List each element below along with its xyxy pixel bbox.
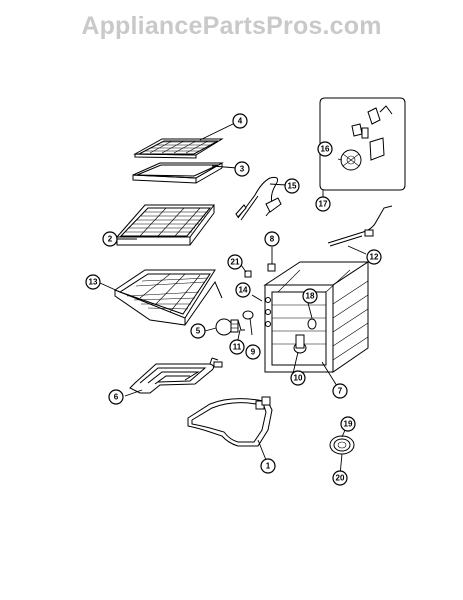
svg-text:7: 7 bbox=[338, 387, 343, 396]
callout-18: 18 bbox=[302, 288, 318, 304]
callout-11: 11 bbox=[229, 339, 245, 355]
convection-fan-assembly bbox=[340, 105, 393, 171]
svg-text:19: 19 bbox=[344, 420, 353, 429]
callout-9: 9 bbox=[245, 344, 261, 360]
svg-text:4: 4 bbox=[238, 117, 243, 126]
callout-1: 1 bbox=[260, 458, 276, 474]
svg-text:9: 9 bbox=[251, 348, 256, 357]
oven-light-bulb bbox=[215, 318, 239, 336]
svg-text:11: 11 bbox=[233, 343, 242, 352]
svg-text:21: 21 bbox=[231, 258, 240, 267]
svg-text:1: 1 bbox=[266, 462, 271, 471]
svg-text:13: 13 bbox=[89, 278, 98, 287]
oven-light-lens bbox=[329, 435, 355, 455]
meat-probe bbox=[235, 176, 282, 221]
broil-element bbox=[129, 357, 223, 394]
clip bbox=[244, 270, 252, 278]
callout-16: 16 bbox=[317, 141, 333, 157]
oven-cavity bbox=[263, 261, 370, 373]
svg-text:18: 18 bbox=[306, 292, 315, 301]
callout-6: 6 bbox=[108, 389, 124, 405]
svg-text:20: 20 bbox=[336, 474, 345, 483]
broiler-pan bbox=[132, 162, 224, 184]
leader-lines bbox=[99, 122, 367, 476]
svg-text:3: 3 bbox=[240, 165, 245, 174]
svg-text:17: 17 bbox=[319, 200, 328, 209]
svg-text:14: 14 bbox=[239, 286, 248, 295]
callout-2: 2 bbox=[102, 231, 118, 247]
broiler-pan-insert bbox=[133, 138, 224, 159]
svg-text:6: 6 bbox=[114, 393, 119, 402]
watermark-appliancepartspros: AppliancePartsPros.com bbox=[81, 12, 382, 40]
svg-text:12: 12 bbox=[370, 253, 379, 262]
svg-text:2: 2 bbox=[108, 235, 113, 244]
light-receptacle bbox=[237, 319, 245, 331]
callout-12: 12 bbox=[366, 249, 382, 265]
callout-20: 20 bbox=[332, 470, 348, 486]
light-socket bbox=[242, 310, 254, 320]
bake-element bbox=[187, 396, 273, 447]
oven-temperature-sensor bbox=[327, 205, 393, 247]
svg-text:8: 8 bbox=[270, 235, 275, 244]
callout-17: 17 bbox=[315, 196, 331, 212]
door-switch bbox=[267, 263, 276, 272]
oven-rack-upper bbox=[115, 204, 215, 246]
svg-text:15: 15 bbox=[288, 182, 297, 191]
oven-rack-lower bbox=[113, 269, 223, 326]
callout-5: 5 bbox=[190, 323, 206, 339]
svg-text:10: 10 bbox=[294, 374, 303, 383]
svg-text:5: 5 bbox=[196, 327, 201, 336]
callout-10: 10 bbox=[290, 370, 306, 386]
callout-4: 4 bbox=[232, 113, 248, 129]
callout-13: 13 bbox=[85, 274, 101, 290]
callout-19: 19 bbox=[340, 416, 356, 432]
svg-text:16: 16 bbox=[321, 145, 330, 154]
callout-8: 8 bbox=[264, 231, 280, 247]
callout-21: 21 bbox=[227, 254, 243, 270]
callout-15: 15 bbox=[284, 178, 300, 194]
callout-7: 7 bbox=[332, 383, 348, 399]
callout-14: 14 bbox=[235, 282, 251, 298]
callout-3: 3 bbox=[234, 161, 250, 177]
inset-detail-box bbox=[319, 97, 406, 191]
